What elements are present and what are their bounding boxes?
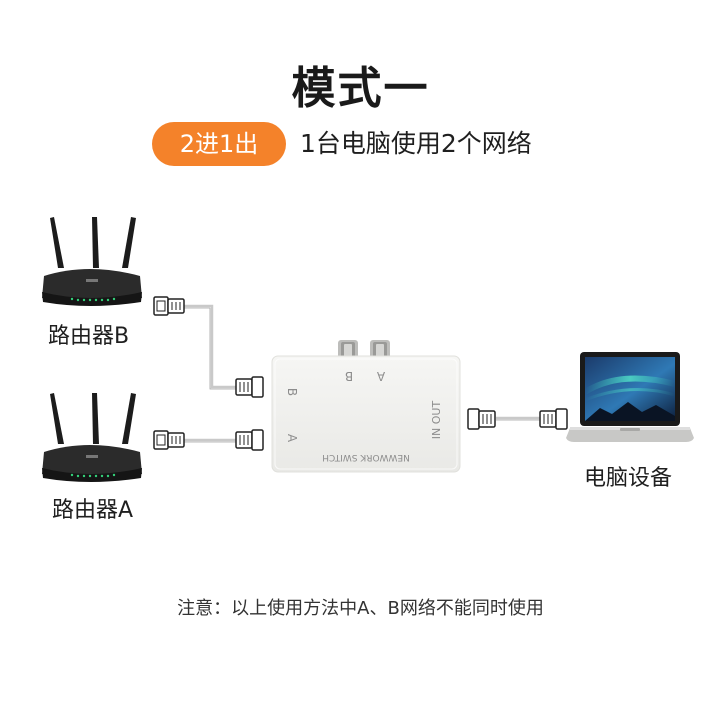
switch-in-out-label: IN OUT [430, 401, 443, 440]
cables [182, 304, 540, 442]
connector-computer [539, 408, 568, 430]
mode-badge: 2进1出 [152, 122, 286, 166]
connector-router-b [153, 296, 185, 316]
page-title: 模式一 [291, 63, 430, 114]
router-a-label: 路由器A [52, 498, 134, 523]
connector-switch-out [467, 408, 496, 430]
switch-port-a-label: A [285, 434, 299, 443]
connector-switch-a [235, 429, 264, 451]
switch-brand-label: NEWWORK SWITCH [322, 452, 410, 462]
usage-note: 注意：以上使用方法中A、B网络不能同时使用 [177, 598, 544, 619]
connector-router-a [153, 430, 185, 450]
connector-switch-b [235, 376, 264, 398]
mode-description: 1台电脑使用2个网络 [300, 129, 532, 158]
switch-knob-a-label: A [376, 369, 385, 383]
computer-label: 电脑设备 [584, 466, 673, 491]
router-b [42, 217, 142, 306]
laptop [566, 352, 694, 442]
switch-port-b-label: B [285, 388, 299, 396]
router-a [42, 393, 142, 482]
network-switch: B A B A IN OUT NEWWORK SWITCH [271, 355, 461, 473]
router-b-label: 路由器B [48, 324, 130, 349]
switch-knob-b-label: B [345, 369, 353, 383]
